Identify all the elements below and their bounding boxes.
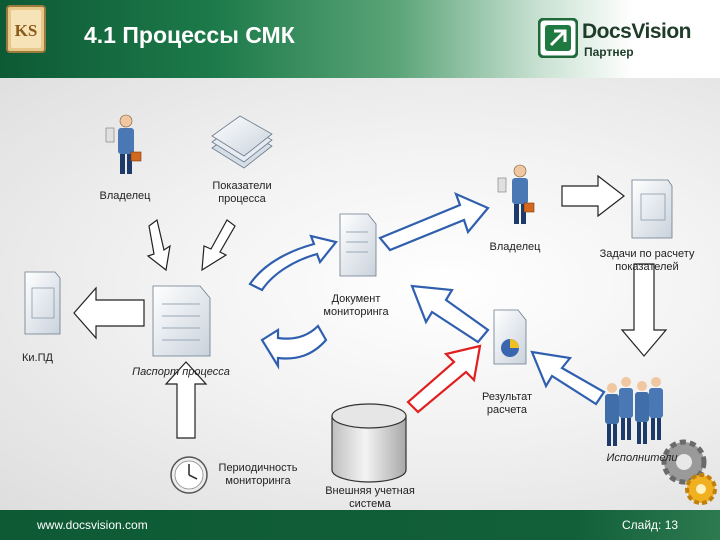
label-passport: Паспорт процесса	[132, 366, 230, 378]
arrow-external-to-result	[406, 344, 482, 414]
label-owner-right: Владелец	[489, 241, 541, 253]
external-system-database-icon	[331, 403, 407, 483]
page-title: 4.1 Процессы СМК	[84, 22, 295, 48]
tasks-doc-icon	[631, 179, 673, 239]
monitoring-doc-icon	[339, 213, 377, 277]
result-doc-icon	[493, 309, 527, 365]
header-bar: KS 4.1 Процессы СМК DocsVision Партнер	[0, 0, 720, 78]
executors-group-icon	[605, 377, 663, 446]
arrow-monitoring-to-passport	[260, 324, 328, 370]
label-kipd: Ки.ПД	[22, 352, 53, 364]
ks-logo-icon: KS	[6, 5, 46, 53]
gears-icon	[661, 439, 717, 505]
label-external-system: Внешняя учетная система	[325, 485, 415, 510]
brand-subtitle: Партнер	[584, 45, 634, 59]
arrow-result-to-monitoring	[410, 284, 490, 344]
owner-left-figure-icon	[105, 114, 142, 174]
arrow-passport-to-kipd	[73, 286, 145, 340]
docsvision-logo-icon	[538, 18, 578, 58]
arrow-periodicity-to-passport	[164, 361, 208, 439]
label-tasks: Задачи по расчету показателей	[599, 248, 695, 273]
arrow-owner-to-tasks	[561, 174, 625, 218]
slide-number: Слайд: 13	[622, 518, 679, 532]
label-owner-left: Владелец	[99, 190, 151, 202]
footer-url[interactable]: www.docsvision.com	[37, 518, 148, 532]
arrow-tasks-to-executors	[620, 263, 668, 357]
label-executors: Исполнители	[606, 452, 678, 464]
label-monitoring-doc: Документ мониторинга	[323, 293, 389, 318]
arrow-owner-to-passport	[146, 218, 171, 272]
svg-text:KS: KS	[15, 21, 38, 40]
passport-doc-icon	[152, 285, 211, 357]
owner-right-figure-icon	[497, 164, 535, 224]
arrow-indicators-to-passport	[201, 219, 236, 272]
arrow-monitoring-to-owner	[378, 191, 490, 252]
label-indicators: Показатели процесса	[212, 180, 272, 205]
arrow-executors-to-result	[530, 350, 606, 406]
footer-bar: www.docsvision.com Слайд: 13	[0, 510, 720, 540]
label-result: Результат расчета	[481, 391, 533, 416]
brand-name: DocsVision	[582, 20, 691, 43]
docsvision-logo: DocsVision Партнер	[538, 18, 703, 64]
arrow-passport-to-monitoring	[248, 234, 338, 292]
label-periodicity: Периодичность мониторинга	[218, 462, 298, 487]
kipd-doc-icon	[24, 271, 61, 335]
periodicity-clock-icon	[170, 456, 208, 494]
indicators-docs-icon	[211, 115, 273, 169]
